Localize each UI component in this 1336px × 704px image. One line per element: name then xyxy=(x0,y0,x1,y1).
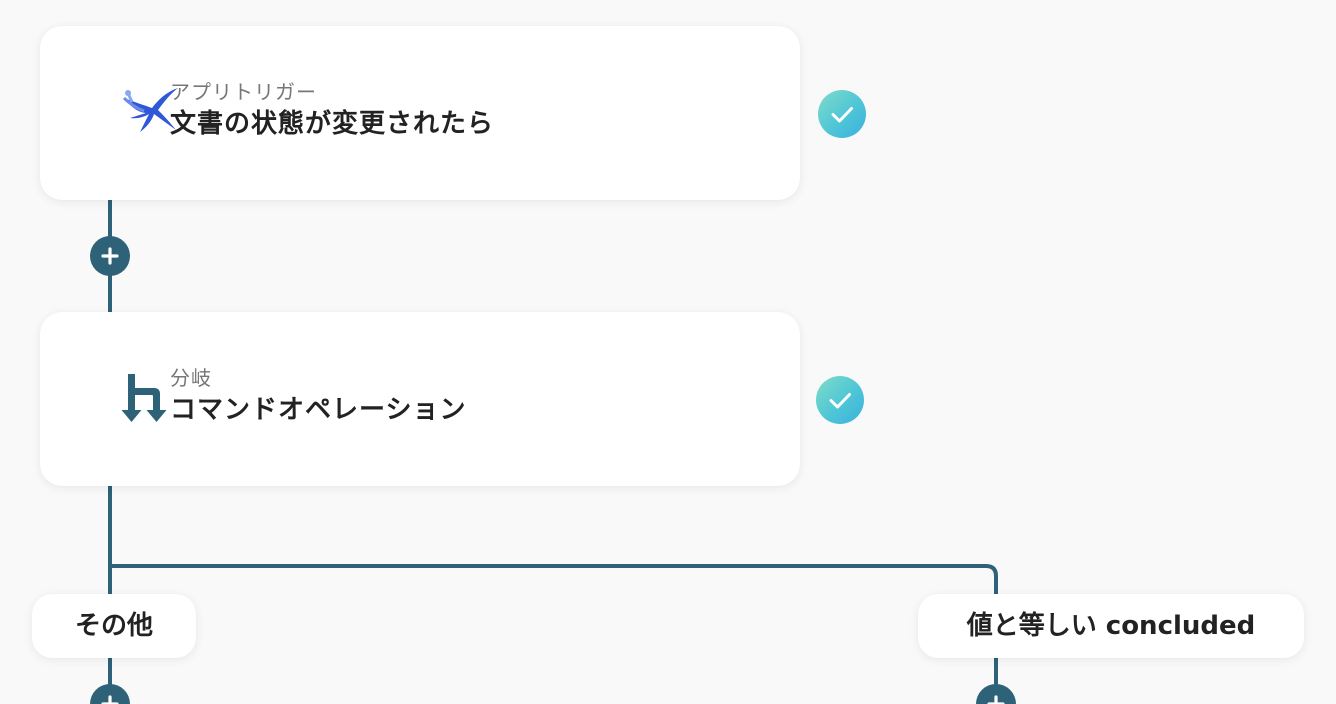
step-text: 分岐 コマンドオペレーション xyxy=(170,364,466,428)
add-step-button[interactable] xyxy=(90,684,130,704)
add-step-button[interactable] xyxy=(976,684,1016,704)
step-card-app-trigger[interactable]: アプリトリガー 文書の状態が変更されたら xyxy=(40,26,800,200)
plus-icon xyxy=(987,695,1005,704)
step-card-branch[interactable]: 分岐 コマンドオペレーション xyxy=(40,312,800,486)
step-subtitle: アプリトリガー xyxy=(170,80,317,104)
step-text: アプリトリガー 文書の状態が変更されたら xyxy=(170,78,494,142)
completed-check-icon xyxy=(816,376,864,424)
branch-icon xyxy=(118,370,182,428)
plus-icon xyxy=(101,695,119,704)
add-step-button[interactable] xyxy=(90,236,130,276)
step-title: 文書の状態が変更されたら xyxy=(170,109,495,139)
branch-label-equals-concluded[interactable]: 値と等しい concluded xyxy=(918,594,1304,658)
completed-check-icon xyxy=(818,90,866,138)
step-subtitle: 分岐 xyxy=(170,366,212,390)
step-title: コマンドオペレーション xyxy=(170,395,467,425)
branch-label-other[interactable]: その他 xyxy=(32,594,196,658)
swallow-app-icon xyxy=(118,84,182,142)
plus-icon xyxy=(101,247,119,265)
